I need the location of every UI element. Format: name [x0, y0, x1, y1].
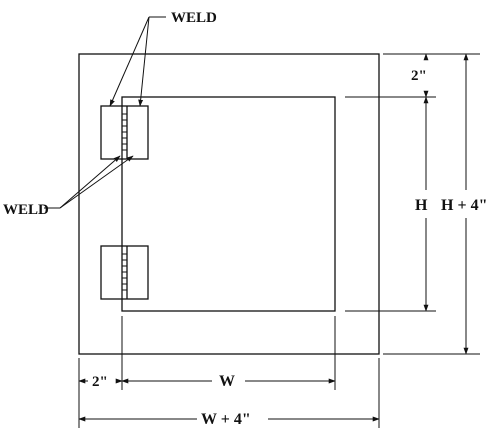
top-gap-label: 2": [411, 68, 427, 84]
outer-frame: [78, 53, 380, 355]
w-plus-label: W + 4": [201, 411, 251, 428]
h-label: H: [415, 197, 428, 214]
upper-hinge: [100, 105, 149, 160]
left-gap-label: 2": [92, 374, 108, 390]
weld-top-label: WELD: [171, 10, 217, 26]
lower-hinge: [100, 245, 149, 300]
inner-opening: [121, 96, 336, 312]
weld-left-leader: [44, 155, 134, 209]
w-label: W: [219, 373, 235, 390]
h-plus-label: H + 4": [441, 197, 487, 214]
weld-left-label: WELD: [3, 202, 49, 218]
weld-top-leader: [109, 16, 166, 107]
